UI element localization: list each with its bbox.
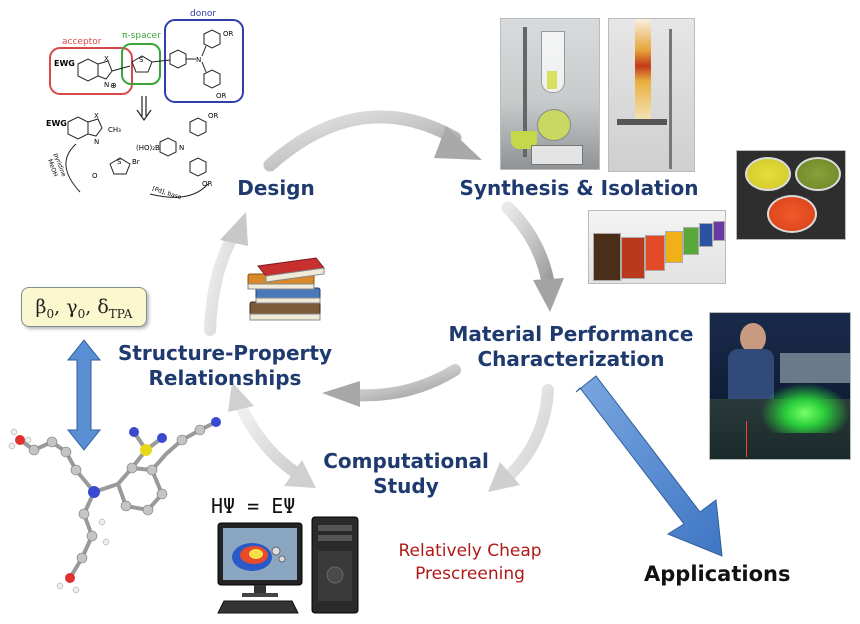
acceptor-label: acceptor <box>62 37 102 47</box>
stage-applications: Applications <box>644 562 791 586</box>
computer-icon <box>217 516 359 614</box>
spacer-label: π-spacer <box>122 31 161 41</box>
svg-text:(HO)₂B: (HO)₂B <box>136 144 160 152</box>
svg-text:OR: OR <box>216 92 227 100</box>
arrow-synthesis-to-material <box>501 201 564 312</box>
computational-line-2: Study <box>373 474 439 498</box>
stage-structure-property: Structure-Property Relationships <box>110 341 340 391</box>
svg-text:OR: OR <box>223 30 234 38</box>
svg-text:S: S <box>139 56 144 64</box>
double-arrow-icon <box>66 339 102 451</box>
svg-text:N: N <box>179 144 184 152</box>
schrodinger-equation: HΨ = EΨ <box>211 494 296 518</box>
material-line-2: Characterization <box>477 347 665 371</box>
ewg-label-top: EWG <box>54 59 75 68</box>
svg-text:S: S <box>117 158 122 166</box>
computational-line-1: Computational <box>323 449 489 473</box>
structure-line-1: Structure-Property <box>117 341 333 365</box>
ewg-label-bottom: EWG <box>46 119 67 128</box>
applications-arrow-icon <box>575 375 723 557</box>
spacer-box <box>121 43 161 85</box>
synthesis-lab-photo <box>500 18 600 170</box>
nlo-properties-box: β0, γ0, δTPA <box>21 287 147 327</box>
svg-text:⊕: ⊕ <box>110 81 117 90</box>
stage-computational: Computational Study <box>316 449 496 499</box>
arrow-material-to-structure <box>322 364 461 407</box>
svg-text:X: X <box>94 112 99 120</box>
donor-label: donor <box>190 9 216 19</box>
pigment-powders-photo <box>736 150 846 240</box>
structure-line-2: Relationships <box>148 366 302 390</box>
molecule-model-icon <box>8 417 221 594</box>
prescreening-note: Relatively Cheap Prescreening <box>398 541 542 584</box>
stage-material-performance: Material Performance Characterization <box>446 322 696 372</box>
arrow-material-to-computational <box>488 384 554 492</box>
column-chromatography-photo <box>608 18 695 172</box>
svg-text:X: X <box>104 55 109 63</box>
svg-text:OR: OR <box>202 180 213 188</box>
chemical-scheme: acceptor π-spacer donor EWG X N ⊕ S N OR… <box>46 9 244 201</box>
books-icon <box>247 257 325 321</box>
svg-text:[Pd], base: [Pd], base <box>151 185 182 201</box>
arrow-structure-to-design <box>204 212 248 336</box>
acceptor-box <box>49 47 133 95</box>
laser-characterization-photo <box>709 312 851 460</box>
stage-synthesis: Synthesis & Isolation <box>459 176 699 200</box>
arrow-structure-computational <box>228 382 316 488</box>
material-line-1: Material Performance <box>448 322 694 346</box>
arrow-design-to-synthesis <box>263 110 482 172</box>
svg-text:N: N <box>104 81 109 89</box>
stage-design: Design <box>237 176 315 200</box>
svg-text:CH₃: CH₃ <box>108 126 121 134</box>
svg-text:N: N <box>94 138 99 146</box>
svg-text:OR: OR <box>208 112 219 120</box>
svg-text:Br: Br <box>132 158 140 166</box>
svg-text:N: N <box>196 56 201 64</box>
svg-text:O: O <box>92 172 98 180</box>
solution-beakers-photo <box>588 210 726 284</box>
